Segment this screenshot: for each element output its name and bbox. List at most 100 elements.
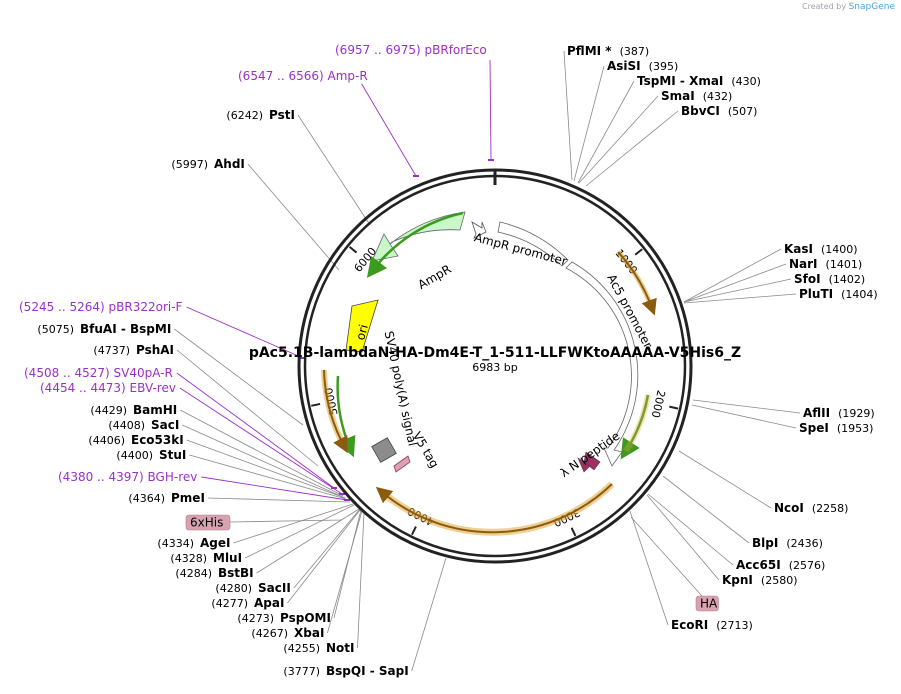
site-position: (1401)	[826, 258, 863, 271]
site-name[interactable]: SacI	[151, 418, 179, 432]
feature-box-6xhis[interactable]: 6xHis	[185, 514, 231, 531]
site-name[interactable]: TspMI - XmaI	[637, 74, 723, 88]
site-name[interactable]: NarI	[789, 257, 818, 271]
primer-label[interactable]: (6957 .. 6975) pBRforEco	[335, 43, 487, 57]
site-ecori[interactable]: EcoRI(2713)	[671, 618, 753, 632]
site-sacii[interactable]: (4280)SacII	[215, 581, 290, 595]
site-callout	[297, 114, 371, 226]
site-name[interactable]: NotI	[326, 641, 355, 655]
site-ncoi[interactable]: NcoI(2258)	[774, 501, 848, 515]
site-tspmi-xmai[interactable]: TspMI - XmaI(430)	[637, 74, 761, 88]
primer-label[interactable]: (4508 .. 4527) SV40pA-R	[24, 366, 173, 380]
site-name[interactable]: AhdI	[214, 157, 245, 171]
site-callout	[247, 163, 340, 271]
primer-label[interactable]: (5245 .. 5264) pBR322ori-F	[19, 300, 183, 314]
site-position: (2436)	[786, 537, 823, 550]
primer-ebv-rev[interactable]: (4454 .. 4473) EBV-rev	[40, 381, 176, 395]
feature-box[interactable]	[695, 595, 719, 612]
site-saci[interactable]: (4408)SacI	[108, 418, 179, 432]
site-name[interactable]: BamHI	[133, 403, 177, 417]
primer-pbrforeco[interactable]: (6957 .. 6975) pBRforEco	[335, 43, 487, 57]
primer-callout	[179, 387, 343, 495]
site-name[interactable]: PmeI	[171, 491, 205, 505]
site-name[interactable]: PspOMI	[280, 611, 331, 625]
site-name[interactable]: AsiSI	[607, 59, 641, 73]
site-name[interactable]: PflMI *	[567, 44, 612, 58]
site-spei[interactable]: SpeI(1953)	[799, 421, 873, 435]
site-bamhi[interactable]: (4429)BamHI	[90, 403, 177, 417]
site-asisi[interactable]: AsiSI(395)	[607, 59, 678, 73]
site-name[interactable]: NcoI	[774, 501, 804, 515]
site-name[interactable]: BlpI	[752, 536, 778, 550]
site-name[interactable]: SfoI	[794, 272, 821, 286]
site-callout	[683, 293, 797, 304]
site-nari[interactable]: NarI (1401)	[789, 257, 862, 271]
site-stui[interactable]: (4400)StuI	[116, 448, 186, 462]
site-name[interactable]: AflII	[803, 406, 830, 420]
feature-box-ha[interactable]: HA	[695, 595, 719, 612]
site-bstbi[interactable]: (4284)BstBI	[175, 566, 253, 580]
site-pmei[interactable]: (4364)PmeI	[128, 491, 204, 505]
tick-label: 2000	[649, 389, 668, 419]
site-smai[interactable]: SmaI(432)	[661, 89, 732, 103]
primer-bgh-rev[interactable]: (4380 .. 4397) BGH-rev	[58, 470, 197, 484]
site-pshai[interactable]: (4737)PshAI	[93, 343, 174, 357]
site-callout	[585, 110, 679, 187]
primer-amp-r[interactable]: (6547 .. 6566) Amp-R	[238, 69, 368, 83]
site-name[interactable]: BspQI - SapI	[326, 664, 409, 678]
site-name[interactable]: BfuAI - BspMI	[80, 322, 171, 336]
site-name[interactable]: Acc65I	[736, 558, 781, 572]
site-bspqi-sapi[interactable]: (3777)BspQI - SapI	[283, 664, 408, 678]
site-name[interactable]: BstBI	[218, 566, 254, 580]
site-name[interactable]: AgeI	[200, 536, 230, 550]
primer-label[interactable]: (6547 .. 6566) Amp-R	[238, 69, 368, 83]
green-arrow-right-glow	[623, 394, 651, 453]
site-name[interactable]: EcoRI	[671, 618, 708, 632]
site-name[interactable]: SmaI	[661, 89, 695, 103]
site-pspomi[interactable]: (4273)PspOMI	[237, 611, 331, 625]
primer-label[interactable]: (4454 .. 4473) EBV-rev	[40, 381, 176, 395]
site-pflmi[interactable]: PflMI *(387)	[567, 44, 649, 58]
site-name[interactable]: PluTI	[799, 287, 833, 301]
feature-box[interactable]	[185, 514, 231, 531]
site-eco53ki[interactable]: (4406)Eco53kI	[88, 433, 183, 447]
site-name[interactable]: XbaI	[294, 626, 324, 640]
tick-mark	[311, 402, 321, 407]
site-name[interactable]: MluI	[213, 551, 242, 565]
site-callout	[647, 493, 734, 566]
site-bbvci[interactable]: BbvCI(507)	[681, 104, 757, 118]
site-name[interactable]: StuI	[159, 448, 186, 462]
site-callout	[573, 65, 605, 182]
primer-pbr322ori-f[interactable]: (5245 .. 5264) pBR322ori-F	[19, 300, 183, 314]
site-ahdi[interactable]: (5997)AhdI	[171, 157, 244, 171]
site-name[interactable]: SpeI	[799, 421, 829, 435]
site-name[interactable]: KasI	[784, 242, 813, 256]
site-callout	[327, 510, 363, 634]
site-name[interactable]: PshAI	[136, 343, 174, 357]
primer-label[interactable]: (4380 .. 4397) BGH-rev	[58, 470, 197, 484]
site-name[interactable]: KpnI	[722, 573, 753, 587]
site-psti[interactable]: (6242)PstI	[226, 108, 295, 122]
site-kasi[interactable]: KasI(1400)	[784, 242, 858, 256]
site-aflii[interactable]: AflII(1929)	[803, 406, 875, 420]
site-agei[interactable]: (4334)AgeI	[157, 536, 230, 550]
site-sfoi[interactable]: SfoI(1402)	[794, 272, 865, 286]
site-name[interactable]: BbvCI	[681, 104, 720, 118]
site-name[interactable]: ApaI	[254, 596, 284, 610]
site-bfuai-bspmi[interactable]: (5075)BfuAI - BspMI	[37, 322, 171, 336]
site-kpni[interactable]: KpnI(2580)	[722, 573, 797, 587]
site-mlui[interactable]: (4328)MluI	[170, 551, 242, 565]
site-xbai[interactable]: (4267)XbaI	[251, 626, 324, 640]
site-blpi[interactable]: BlpI (2436)	[752, 536, 823, 550]
site-noti[interactable]: (4255)NotI	[283, 641, 354, 655]
site-name[interactable]: Eco53kI	[131, 433, 184, 447]
site-acc65i[interactable]: Acc65I(2576)	[736, 558, 825, 572]
primer-sv40pa-r[interactable]: (4508 .. 4527) SV40pA-R	[24, 366, 173, 380]
site-name[interactable]: SacII	[258, 581, 291, 595]
site-name[interactable]: PstI	[269, 108, 295, 122]
green-arrow-right	[620, 394, 650, 460]
site-pluti[interactable]: PluTI(1404)	[799, 287, 878, 301]
site-apai[interactable]: (4277)ApaI	[211, 596, 284, 610]
